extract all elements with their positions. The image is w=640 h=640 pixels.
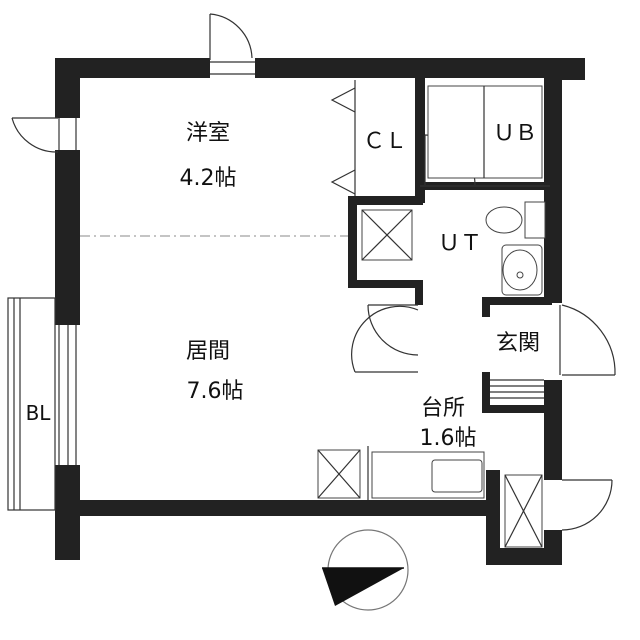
living-room-size: 7.6帖 xyxy=(187,379,244,404)
entrance-label: 玄関 xyxy=(496,331,540,356)
north-arrow-icon xyxy=(322,529,409,611)
windows xyxy=(58,61,255,465)
living-room-name: 居間 xyxy=(186,339,230,364)
closet-label: ＣＬ xyxy=(363,129,407,154)
kitchen-size: 1.6帖 xyxy=(420,426,477,451)
utility-fixtures xyxy=(361,201,546,296)
entrance-steps xyxy=(490,379,544,548)
doors xyxy=(11,13,616,531)
exterior-walls xyxy=(55,58,585,565)
bathtub xyxy=(420,85,550,187)
kitchen-name: 台所 xyxy=(421,396,465,421)
balcony-label: BL xyxy=(26,401,52,425)
utility-label: ＵＴ xyxy=(438,231,482,256)
unit-bath-label: ＵＢ xyxy=(493,121,537,146)
kitchen-fixtures xyxy=(317,446,485,500)
balcony xyxy=(7,297,56,511)
western-room-size: 4.2帖 xyxy=(180,166,237,191)
closet-fixtures xyxy=(330,80,356,196)
western-room-name: 洋室 xyxy=(186,121,230,146)
